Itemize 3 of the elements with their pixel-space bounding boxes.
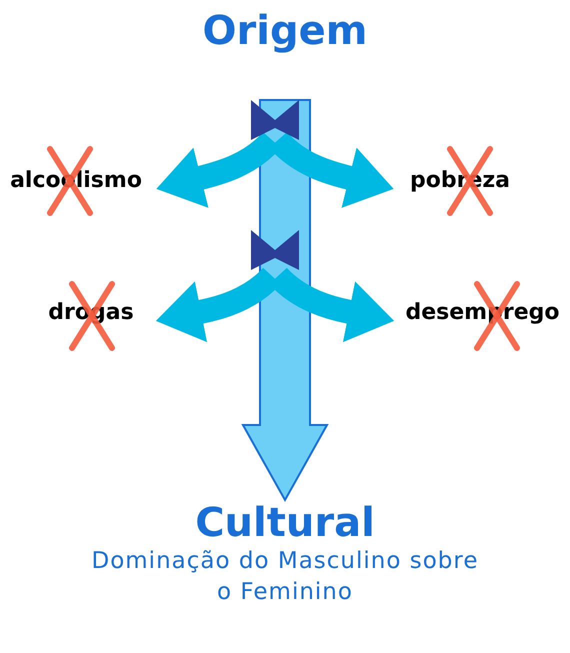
heading: Origem (202, 8, 368, 54)
heading: Cultural (195, 500, 375, 546)
subtitle: Dominação do Masculino sobre o Feminino (90, 547, 480, 608)
